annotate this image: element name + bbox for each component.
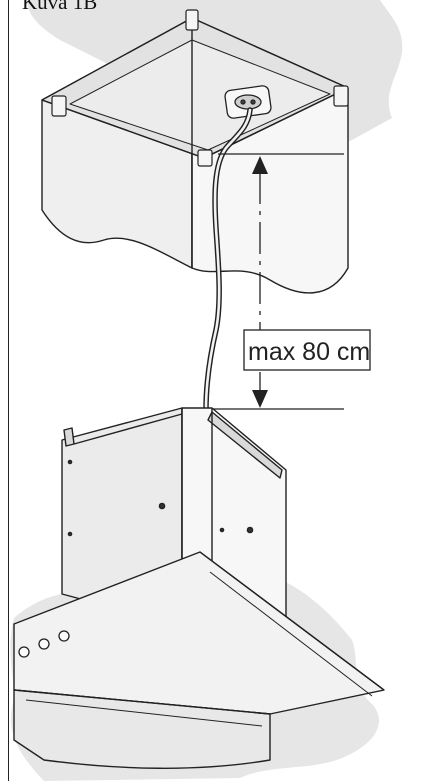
chimney-screw-hole-2 [246,526,254,534]
bracket-top [185,9,199,31]
upper-cabinet-ceiling-inner [69,39,331,151]
bracket-right [333,85,349,107]
hood-trim-line [25,699,263,727]
chimney-screw-hole-3 [67,531,73,537]
outlet-pin-left [240,99,246,105]
power-cable-highlight [204,108,252,412]
chimney-screw-hole-4 [67,459,73,465]
arrow-head-up [252,156,268,174]
hood-left-face [13,689,271,769]
bracket-left [51,95,67,117]
control-button-1 [18,646,30,658]
figure-caption: Kuva 1B [22,0,98,14]
chimney-screw-hole-1 [158,502,166,510]
hood-right-edge [199,551,385,691]
hood-canopy [13,551,385,769]
dimension-label: max 80 cm [248,338,371,366]
dimension-label-box [243,329,371,371]
control-button-3 [58,630,70,642]
diagram-frame-left-border [8,0,9,781]
hood-front-edge [13,689,271,715]
upper-cabinet [41,17,349,294]
outlet-pin-right [250,99,256,105]
hood-top-surface [13,551,385,715]
bracket-front [197,149,213,167]
outlet-socket [234,94,262,110]
dimension-annotation [208,153,344,410]
hood-control-buttons [18,630,70,658]
control-button-2 [38,638,50,650]
chimney-top-edge-left [73,413,183,445]
chimney-flange-left [63,427,75,447]
chimney-screw-hole-5 [219,527,225,533]
arrow-head-down [252,390,268,408]
upper-cabinet-front-edge-left [41,99,205,159]
chimney-flange-right [207,411,283,479]
ceiling-brackets [51,9,349,167]
hood-right-trim-line [209,571,373,697]
